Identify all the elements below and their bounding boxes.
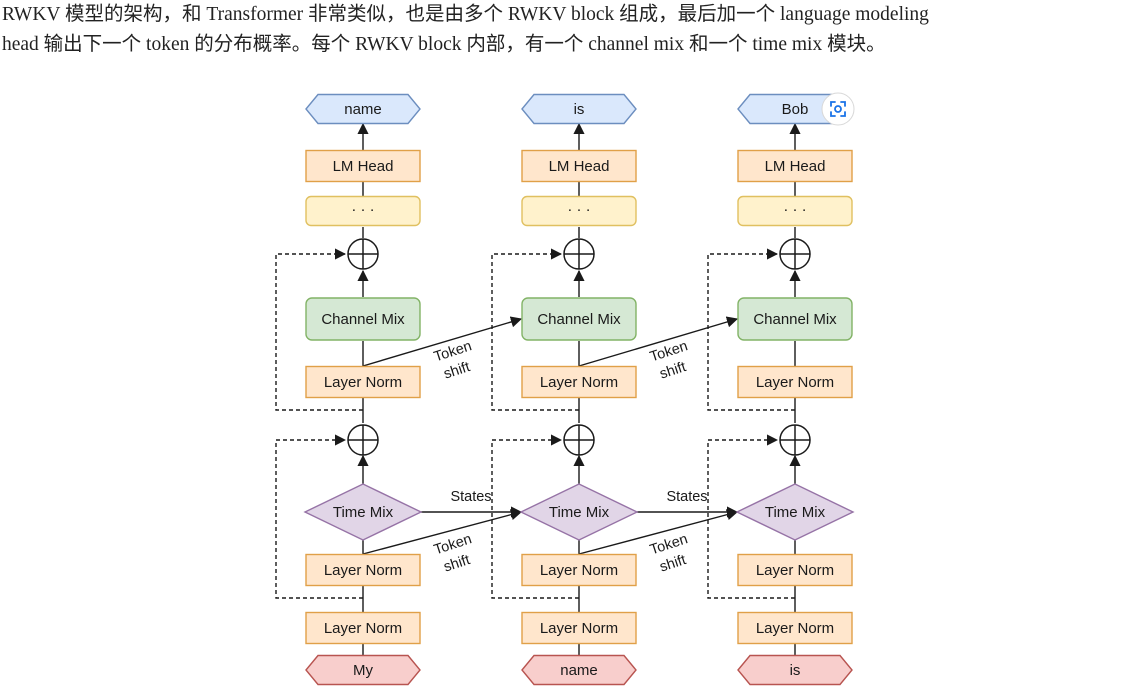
col3-residual-2 — [707, 248, 795, 411]
col2-layer-norm-1 — [521, 553, 637, 587]
col1-residual-2 — [275, 248, 363, 411]
col3-layer-norm-1-label: Layer Norm — [756, 562, 834, 579]
link2-token-shift-tm — [578, 509, 739, 555]
col2-time-mix-label: Time Mix — [549, 504, 610, 521]
description-paragraph: RWKV 模型的架构，和 Transformer 非常类似，也是由多个 RWKV… — [2, 0, 1117, 60]
col3-layer-norm-2 — [737, 365, 853, 399]
col2-input-label: name — [560, 662, 598, 679]
col1-layer-norm-1 — [305, 553, 421, 587]
col1-layer-norm-0 — [305, 611, 421, 645]
col2-channel-mix — [521, 297, 637, 341]
col1-layer-norm-0-label: Layer Norm — [324, 620, 402, 637]
col3-residual-1 — [707, 434, 795, 599]
link2-token-shift-cm — [578, 316, 739, 367]
col3-time-mix — [735, 483, 855, 541]
link2-shift-label-a: shift — [658, 552, 688, 575]
col3-channel-mix-label: Channel Mix — [753, 311, 837, 328]
paragraph-line-2: head 输出下一个 token 的分布概率。每个 RWKV block 内部，… — [2, 34, 886, 55]
link2-states-label: States — [666, 489, 707, 505]
col3-ellipsis-block — [737, 195, 853, 227]
col1-layer-norm-2-label: Layer Norm — [324, 374, 402, 391]
col1-output-token — [305, 93, 421, 125]
link1-token-shift-tm — [362, 509, 523, 555]
col1-layer-norm-1-label: Layer Norm — [324, 562, 402, 579]
col2-layer-norm-0 — [521, 611, 637, 645]
col1-residual-1 — [275, 434, 363, 599]
col3-output-label: Bob — [782, 101, 809, 118]
diagram-blocks — [303, 93, 855, 686]
col1-input-token — [305, 654, 421, 686]
col3-input-token — [737, 654, 853, 686]
col1-channel-mix — [305, 297, 421, 341]
paragraph-line-1: RWKV 模型的架构，和 Transformer 非常类似，也是由多个 RWKV… — [2, 4, 929, 25]
col1-lm-head — [305, 149, 421, 183]
col2-lm-head — [521, 149, 637, 183]
col2-layer-norm-1-label: Layer Norm — [540, 562, 618, 579]
col3-layer-norm-1 — [737, 553, 853, 587]
col1-time-mix — [303, 483, 423, 541]
col2-input-token — [521, 654, 637, 686]
col3-lm-head — [737, 149, 853, 183]
col3-channel-mix — [737, 297, 853, 341]
link1-shift-label-a: shift — [442, 552, 472, 575]
col2-ellipsis-block — [521, 195, 637, 227]
col2-time-mix — [519, 483, 639, 541]
col3-layer-norm-2-label: Layer Norm — [756, 374, 834, 391]
col3-ellipsis-label: · · · — [783, 201, 806, 218]
col3-input-label: is — [790, 662, 801, 679]
connector-lines — [275, 122, 801, 655]
link1-shift-label-b: shift — [442, 359, 472, 382]
col3-lm-head-label: LM Head — [765, 158, 826, 175]
col2-residual-2 — [491, 248, 579, 411]
visual-search-lens-icon[interactable] — [821, 92, 855, 126]
col1-output-label: name — [344, 101, 382, 118]
col1-time-mix-label: Time Mix — [333, 504, 394, 521]
col1-lm-head-label: LM Head — [333, 158, 394, 175]
col2-layer-norm-0-label: Layer Norm — [540, 620, 618, 637]
col2-residual-1 — [491, 434, 579, 599]
col2-output-label: is — [574, 101, 585, 118]
col2-layer-norm-2 — [521, 365, 637, 399]
link1-token-shift-cm — [362, 316, 523, 367]
col1-channel-mix-label: Channel Mix — [321, 311, 405, 328]
link2-shift-label-b: shift — [658, 359, 688, 382]
col2-channel-mix-label: Channel Mix — [537, 311, 621, 328]
col1-ellipsis-label: · · · — [351, 201, 374, 218]
col1-ellipsis-block — [305, 195, 421, 227]
col1-input-label: My — [353, 662, 373, 679]
link1-states-label: States — [450, 489, 491, 505]
col3-layer-norm-0-label: Layer Norm — [756, 620, 834, 637]
col2-lm-head-label: LM Head — [549, 158, 610, 175]
col3-layer-norm-0 — [737, 611, 853, 645]
col2-layer-norm-2-label: Layer Norm — [540, 374, 618, 391]
col2-ellipsis-label: · · · — [567, 201, 590, 218]
col1-layer-norm-2 — [305, 365, 421, 399]
col3-time-mix-label: Time Mix — [765, 504, 826, 521]
col2-output-token — [521, 93, 637, 125]
